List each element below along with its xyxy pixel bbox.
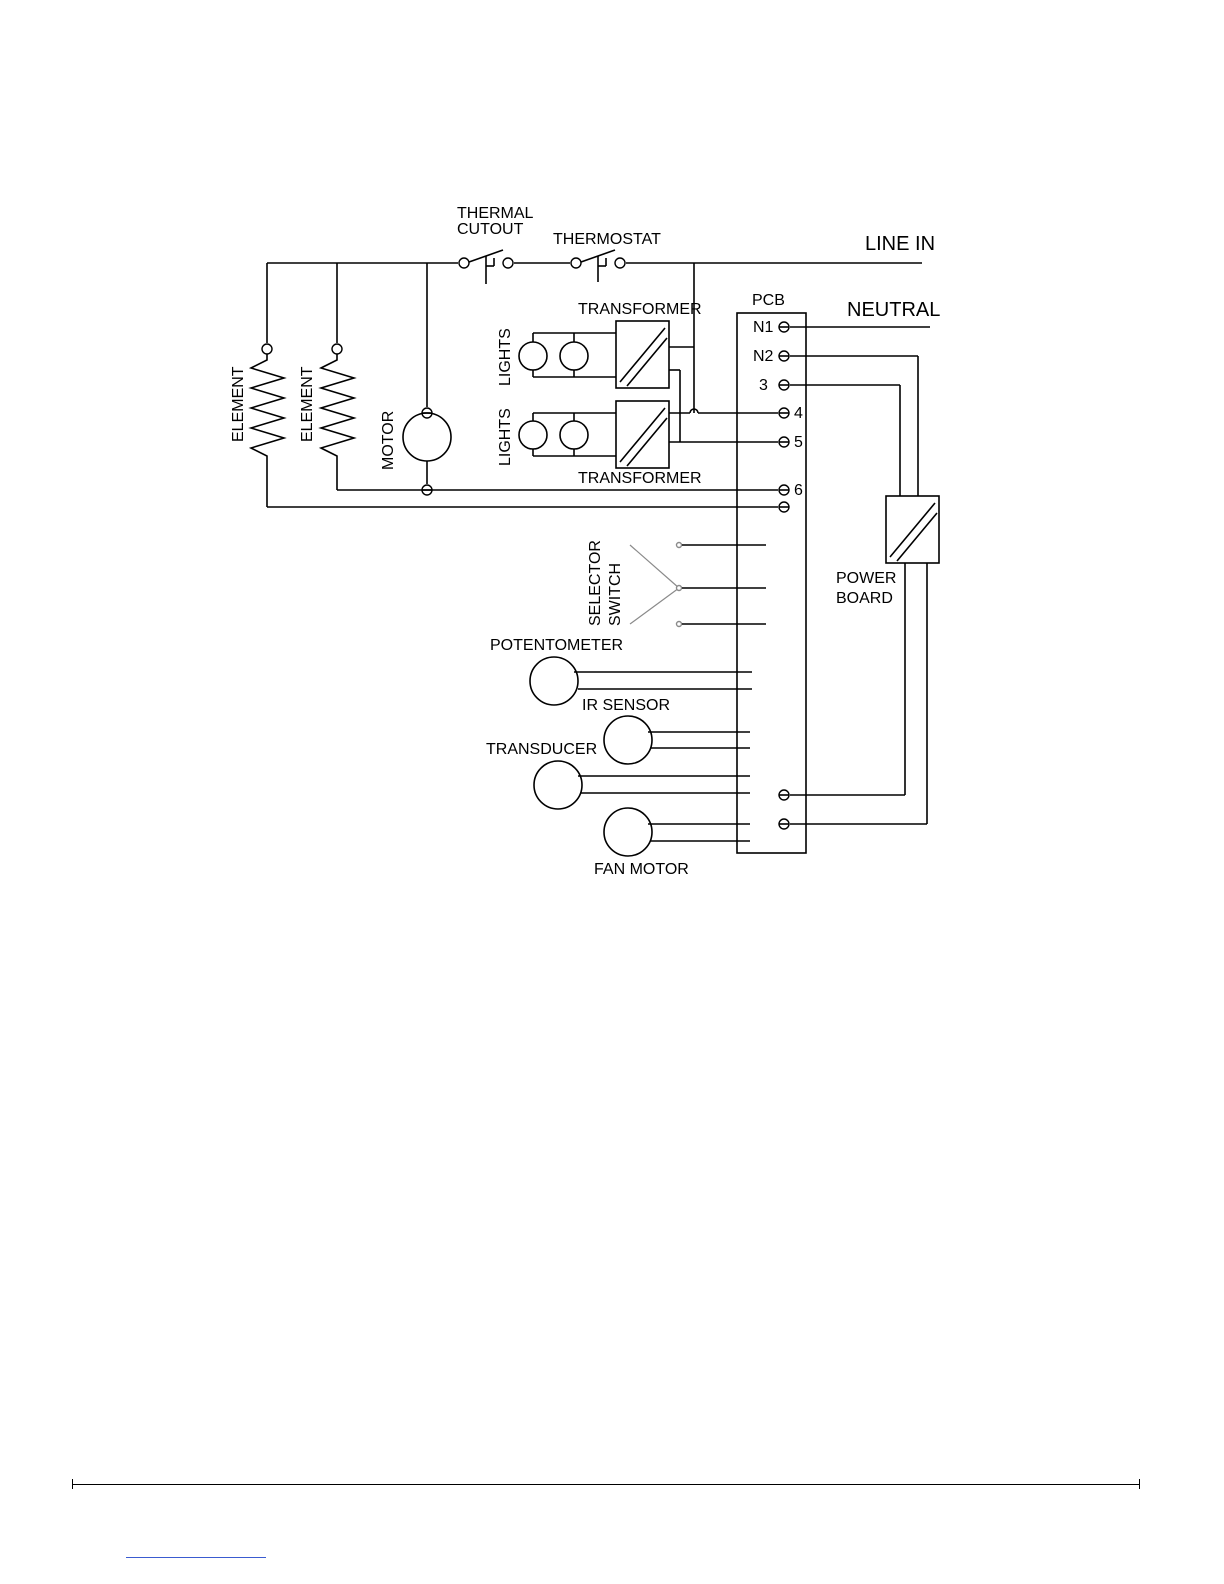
line-in-label: LINE IN bbox=[865, 233, 935, 255]
element-2 bbox=[321, 263, 354, 490]
transformer-bottom-label: TRANSFORMER bbox=[578, 470, 702, 487]
ir-sensor-icon bbox=[604, 716, 750, 764]
selector-switch-icon bbox=[630, 543, 766, 627]
transducer-icon bbox=[534, 761, 750, 809]
ir-sensor-label: IR SENSOR bbox=[582, 697, 670, 714]
selector-switch-label: SELECTOR bbox=[587, 540, 604, 626]
thermostat-switch bbox=[571, 250, 625, 282]
terminal-n1-label: N1 bbox=[753, 319, 774, 336]
motor-label: MOTOR bbox=[380, 411, 397, 470]
transformer-bottom-icon bbox=[616, 401, 778, 468]
pcb-board bbox=[737, 313, 806, 853]
element-1 bbox=[251, 263, 284, 507]
lights-bottom-label: LIGHTS bbox=[497, 408, 514, 466]
element-1-label: ELEMENT bbox=[230, 366, 247, 442]
power-board-label: POWER bbox=[836, 570, 896, 587]
lights-top-icon bbox=[519, 333, 616, 377]
terminal-3-label: 3 bbox=[759, 377, 768, 394]
fan-motor-label: FAN MOTOR bbox=[594, 861, 689, 878]
fan-motor-icon bbox=[604, 808, 750, 856]
terminal-n2-label: N2 bbox=[753, 348, 774, 365]
lights-top-label: LIGHTS bbox=[497, 328, 514, 386]
terminal-4-label: 4 bbox=[794, 405, 803, 422]
potentiometer-label: POTENTOMETER bbox=[490, 637, 623, 654]
pcb-label: PCB bbox=[752, 292, 785, 309]
terminal-5-label: 5 bbox=[794, 434, 803, 451]
thermostat-label: THERMOSTAT bbox=[553, 231, 661, 248]
power-board-label-2: BOARD bbox=[836, 590, 893, 607]
lights-bottom-icon bbox=[519, 413, 616, 456]
transducer-label: TRANSDUCER bbox=[486, 741, 597, 758]
footer-link-underline bbox=[126, 1557, 266, 1558]
neutral-label: NEUTRAL bbox=[847, 299, 940, 321]
terminal-6-label: 6 bbox=[794, 482, 803, 499]
footer-divider bbox=[72, 1484, 1140, 1485]
motor-icon bbox=[403, 263, 451, 495]
thermal-cutout-label: THERMAL bbox=[457, 205, 534, 222]
pcb-terminals bbox=[779, 322, 789, 829]
transformer-top-icon bbox=[616, 263, 694, 442]
transformer-top-label: TRANSFORMER bbox=[578, 301, 702, 318]
selector-switch-label-2: SWITCH bbox=[607, 563, 624, 626]
thermal-cutout-label-2: CUTOUT bbox=[457, 221, 524, 238]
thermal-cutout-switch bbox=[459, 250, 513, 284]
element-2-label: ELEMENT bbox=[299, 366, 316, 442]
